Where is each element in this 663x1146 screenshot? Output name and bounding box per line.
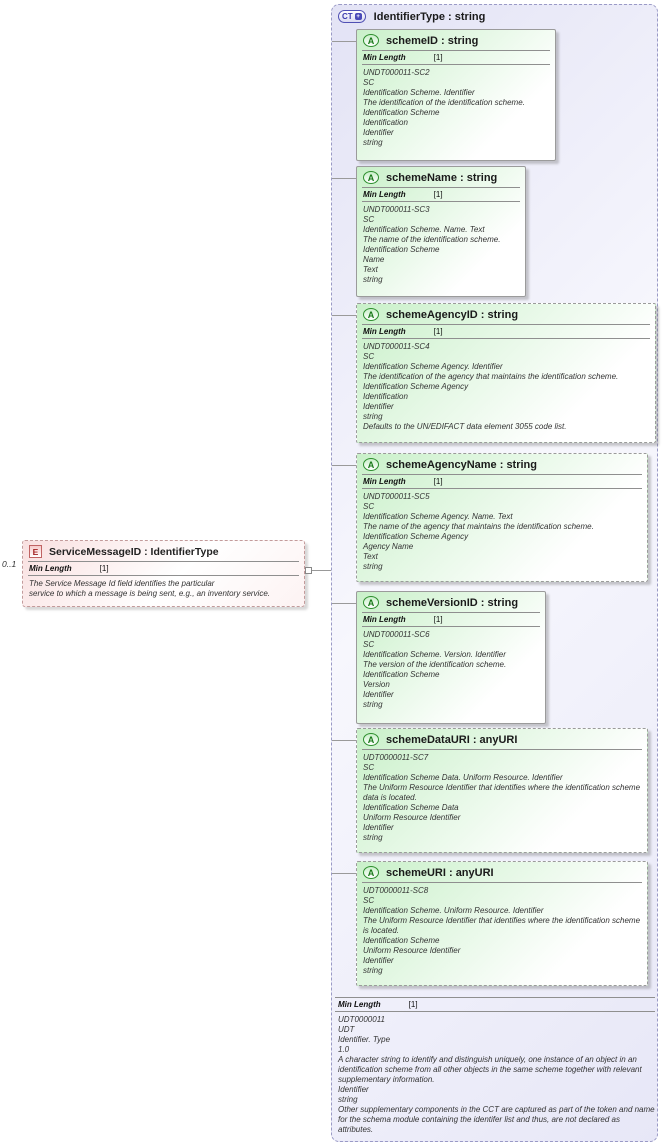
- complex-type-node-identifiertype[interactable]: CT+ IdentifierType : string A schemeID :…: [331, 4, 658, 1142]
- attribute-header: A schemeVersionID : string: [357, 592, 545, 612]
- attribute-annotation: UNDT000011-SC4 SC Identification Scheme …: [363, 342, 619, 431]
- facet-label: Min Length: [363, 190, 406, 199]
- attribute-header: A schemeID : string: [357, 30, 555, 50]
- attribute-annotation: UNDT000011-SC3 SC Identification Scheme.…: [363, 205, 501, 284]
- attribute-node-schemeagencyid[interactable]: A schemeAgencyID : string Min Length [1]…: [356, 303, 656, 443]
- element-header: E ServiceMessageID : IdentifierType: [23, 541, 304, 561]
- attribute-header: A schemeAgencyID : string: [357, 304, 655, 324]
- facet-label: Min Length: [363, 477, 406, 486]
- attribute-title: schemeName : string: [386, 171, 498, 184]
- cardinality-label: 0..1: [2, 559, 17, 569]
- facet-label: Min Length: [363, 327, 406, 336]
- facet-label: Min Length: [29, 564, 72, 573]
- complex-type-header: CT+ IdentifierType : string: [332, 5, 657, 28]
- attribute-node-schemedatauri[interactable]: A schemeDataURI : anyURI UDT0000011-SC7 …: [356, 728, 648, 853]
- attribute-icon: A: [363, 596, 379, 609]
- attribute-node-schemeagencyname[interactable]: A schemeAgencyName : string Min Length […: [356, 453, 648, 582]
- facet-min-length: Min Length [1]: [362, 50, 550, 65]
- attribute-title: schemeURI : anyURI: [386, 866, 494, 879]
- element-node-servicemessageid[interactable]: E ServiceMessageID : IdentifierType Min …: [22, 540, 305, 607]
- attribute-annotation: UNDT000011-SC6 SC Identification Scheme.…: [363, 630, 507, 709]
- attribute-header: A schemeURI : anyURI: [357, 862, 647, 882]
- element-facet-min-length: Min Length [1]: [28, 561, 299, 576]
- attribute-icon: A: [363, 308, 379, 321]
- attribute-connector: [332, 740, 356, 741]
- facet-label: Min Length: [338, 1000, 381, 1009]
- attribute-connector: [332, 315, 356, 316]
- facet-value: [1]: [433, 190, 443, 199]
- attribute-header: A schemeAgencyName : string: [357, 454, 647, 474]
- ct-plus-glyph: +: [354, 13, 362, 20]
- attribute-annotation: UNDT000011-SC2 SC Identification Scheme.…: [363, 68, 525, 147]
- complex-type-facet-min-length: Min Length [1]: [335, 997, 655, 1012]
- attribute-connector: [332, 41, 356, 42]
- attribute-title: schemeAgencyName : string: [386, 458, 537, 471]
- facet-value: [1]: [433, 615, 443, 624]
- element-annotation: The Service Message Id field identifies …: [29, 579, 271, 598]
- facet-min-length: Min Length [1]: [362, 324, 650, 339]
- connector-handle[interactable]: [305, 567, 312, 574]
- facet-label: Min Length: [363, 53, 406, 62]
- attribute-annotation: UNDT000011-SC5 SC Identification Scheme …: [363, 492, 594, 571]
- attribute-node-schemeid[interactable]: A schemeID : string Min Length [1] UNDT0…: [356, 29, 556, 161]
- attribute-title: schemeAgencyID : string: [386, 308, 519, 321]
- facet-value: [1]: [408, 1000, 418, 1009]
- attribute-title: schemeDataURI : anyURI: [386, 733, 518, 746]
- complex-type-annotation: UDT0000011 UDT Identifier. Type 1.0 A ch…: [338, 1015, 655, 1134]
- attribute-icon: A: [363, 34, 379, 47]
- facet-value: [1]: [433, 327, 443, 336]
- facet-min-length: Min Length [1]: [362, 612, 540, 627]
- attribute-connector: [332, 178, 356, 179]
- facet-value: [1]: [99, 564, 109, 573]
- attribute-title: schemeVersionID : string: [386, 596, 519, 609]
- facet-label: Min Length: [363, 615, 406, 624]
- element-title: ServiceMessageID : IdentifierType: [49, 545, 219, 558]
- attribute-node-schemeversionid[interactable]: A schemeVersionID : string Min Length [1…: [356, 591, 546, 724]
- complex-type-icon: CT+: [338, 10, 366, 23]
- attribute-connector: [332, 873, 356, 874]
- connector-line: [305, 570, 332, 571]
- attribute-icon: A: [363, 458, 379, 471]
- attribute-icon: A: [363, 733, 379, 746]
- facet-min-length: Min Length [1]: [362, 187, 520, 202]
- facet-value: [1]: [433, 477, 443, 486]
- attribute-annotation: UDT0000011-SC8 SC Identification Scheme.…: [362, 882, 642, 980]
- element-icon: E: [29, 545, 42, 558]
- attribute-header: A schemeName : string: [357, 167, 525, 187]
- complex-type-title: IdentifierType : string: [373, 10, 486, 23]
- attribute-icon: A: [363, 866, 379, 879]
- attribute-node-schemeuri[interactable]: A schemeURI : anyURI UDT0000011-SC8 SC I…: [356, 861, 648, 986]
- attribute-connector: [332, 465, 356, 466]
- attribute-title: schemeID : string: [386, 34, 479, 47]
- facet-min-length: Min Length [1]: [362, 474, 642, 489]
- facet-value: [1]: [433, 53, 443, 62]
- attribute-header: A schemeDataURI : anyURI: [357, 729, 647, 749]
- attribute-annotation: UDT0000011-SC7 SC Identification Scheme …: [362, 749, 642, 847]
- attribute-connector: [332, 603, 356, 604]
- attribute-icon: A: [363, 171, 379, 184]
- attribute-node-schemename[interactable]: A schemeName : string Min Length [1] UND…: [356, 166, 526, 297]
